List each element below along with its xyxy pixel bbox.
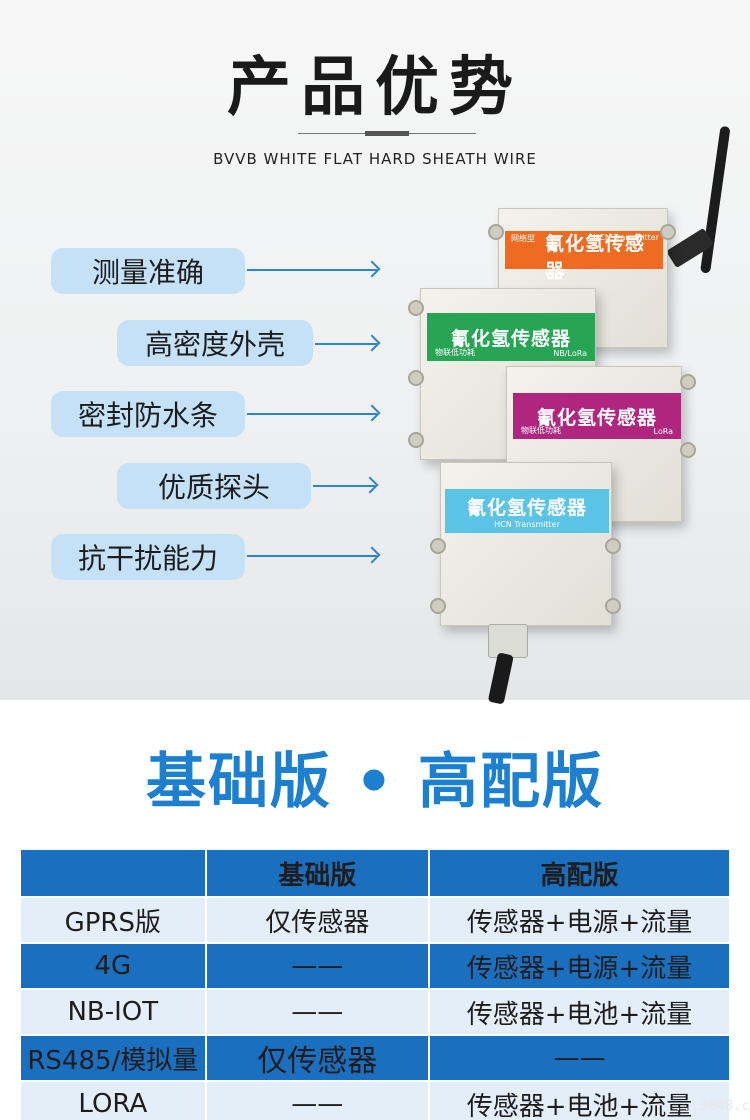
feature-pill-anti-interference: 抗干扰能力 xyxy=(51,534,245,580)
mount-hole-icon xyxy=(408,432,424,448)
table-cell: 传感器+电源+流量 xyxy=(429,944,729,988)
advantages-section: 产品优势 BVVB WHITE FLAT HARD SHEATH WIRE 测量… xyxy=(0,0,750,700)
device-cyan-model: HCN Transmitter xyxy=(494,520,560,529)
mount-hole-icon xyxy=(488,224,504,240)
mount-hole-icon xyxy=(680,442,696,458)
table-cell: 传感器+电源+流量 xyxy=(429,898,729,942)
table-cell: RS485/模拟量 xyxy=(21,1036,205,1080)
feature-pill-housing: 高密度外壳 xyxy=(117,320,313,366)
feature-pill-seal: 密封防水条 xyxy=(51,391,245,437)
mount-hole-icon xyxy=(605,598,621,614)
device-cyan-name: 氰化氢传感器 xyxy=(466,497,587,519)
table-header-row: 基础版 高配版 xyxy=(21,850,729,896)
arrow-right-icon xyxy=(247,413,377,415)
device-orange-model: HCN Transmitter xyxy=(593,233,659,242)
device-orange-label: 网络型 HCN Transmitter 氰化氢传感器 xyxy=(505,231,663,282)
device-orange-name: 氰化氢传感器 xyxy=(545,233,646,282)
table-row: RS485/模拟量 仅传感器 —— xyxy=(21,1036,729,1080)
cable xyxy=(487,652,514,705)
watermark: ...3848.c xyxy=(674,1098,750,1114)
device-purple-sub-right: LoRa xyxy=(653,427,674,436)
page-subtitle: BVVB WHITE FLAT HARD SHEATH WIRE xyxy=(213,150,537,168)
device-green-label: 氰化氢传感器 物联低功耗 NB/LoRa xyxy=(427,313,595,361)
versions-table: 基础版 高配版 GPRS版 仅传感器 传感器+电源+流量 4G —— 传感器+电… xyxy=(19,848,731,1120)
versions-title: 基础版 • 高配版 xyxy=(145,747,605,817)
table-cell: 4G xyxy=(21,944,205,988)
arrow-right-icon xyxy=(247,269,377,271)
page-title: 产品优势 xyxy=(227,51,523,125)
mount-hole-icon xyxy=(408,300,424,316)
device-green-name: 氰化氢传感器 xyxy=(450,327,571,350)
device-cyan-label: 氰化氢传感器 HCN Transmitter xyxy=(445,489,609,533)
mount-hole-icon xyxy=(680,374,696,390)
table-cell: 仅传感器 xyxy=(206,898,428,942)
mount-hole-icon xyxy=(660,224,676,240)
title-divider-mark xyxy=(365,131,409,136)
device-green-sub-left: 物联低功耗 xyxy=(435,348,475,357)
arrow-right-icon xyxy=(247,555,377,557)
feature-pill-accuracy: 测量准确 xyxy=(51,248,245,294)
feature-pill-probe: 优质探头 xyxy=(117,463,311,509)
table-cell: —— xyxy=(206,944,428,988)
device-purple-sub-left: 物联低功耗 xyxy=(521,426,561,435)
table-cell: —— xyxy=(206,990,428,1034)
device-orange-tag: 网络型 xyxy=(511,234,535,243)
table-cell: —— xyxy=(206,1082,428,1120)
table-cell: 仅传感器 xyxy=(206,1036,428,1080)
device-green-sub-right: NB/LoRa xyxy=(553,349,587,358)
table-header-cell xyxy=(21,850,205,896)
table-row: GPRS版 仅传感器 传感器+电源+流量 xyxy=(21,898,729,942)
table-row: NB-IOT —— 传感器+电池+流量 xyxy=(21,990,729,1034)
product-image: 网络型 HCN Transmitter 氰化氢传感器 氰化氢传感器 物联低功耗 … xyxy=(400,120,740,705)
mount-hole-icon xyxy=(408,370,424,386)
table-cell: LORA xyxy=(21,1082,205,1120)
table-cell: 传感器+电池+流量 xyxy=(429,990,729,1034)
table-cell: NB-IOT xyxy=(21,990,205,1034)
mount-hole-icon xyxy=(605,538,621,554)
device-purple-name: 氰化氢传感器 xyxy=(536,406,657,429)
cable-gland xyxy=(488,624,528,658)
mount-hole-icon xyxy=(430,538,446,554)
arrow-right-icon xyxy=(313,485,375,487)
arrow-right-icon xyxy=(315,343,377,345)
table-cell: —— xyxy=(429,1036,729,1080)
device-cyan: 氰化氢传感器 HCN Transmitter xyxy=(440,462,612,626)
antenna-icon xyxy=(700,125,731,274)
table-header-cell: 高配版 xyxy=(429,850,729,896)
table-cell: 传感器+电池+流量 xyxy=(429,1082,729,1120)
table-row: LORA —— 传感器+电池+流量 xyxy=(21,1082,729,1120)
table-header-cell: 基础版 xyxy=(206,850,428,896)
table-row: 4G —— 传感器+电源+流量 xyxy=(21,944,729,988)
table-cell: GPRS版 xyxy=(21,898,205,942)
device-purple-label: 氰化氢传感器 物联低功耗 LoRa xyxy=(513,393,681,439)
mount-hole-icon xyxy=(430,598,446,614)
